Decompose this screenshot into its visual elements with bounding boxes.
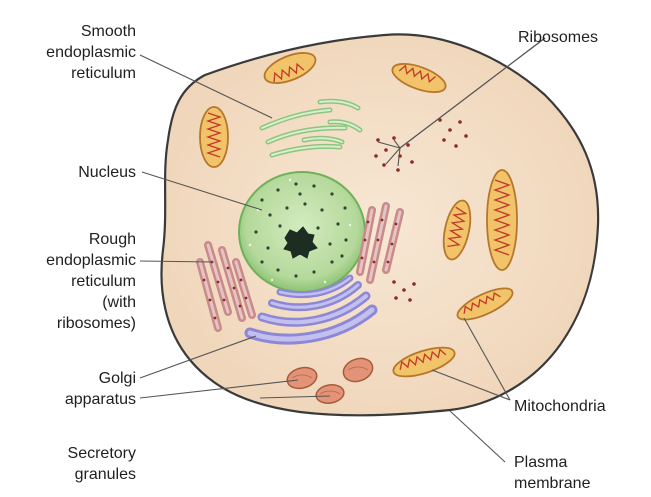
label-ribosomes: Ribosomes [518, 27, 648, 48]
mitochondrion [200, 107, 228, 167]
label-golgi: Golgi apparatus [8, 368, 136, 410]
mitochondrion [487, 170, 517, 270]
label-plasma-membrane: Plasma membrane [514, 452, 644, 494]
label-mitochondria: Mitochondria [514, 396, 649, 417]
label-smooth-er: Smooth endoplasmic reticulum [8, 21, 136, 84]
leader-membrane [450, 411, 505, 462]
label-secretory-granules: Secretory granules [8, 443, 136, 485]
nucleus [239, 172, 365, 292]
label-nucleus: Nucleus [8, 162, 136, 183]
label-rough-er: Rough endoplasmic reticulum (with riboso… [8, 229, 136, 334]
